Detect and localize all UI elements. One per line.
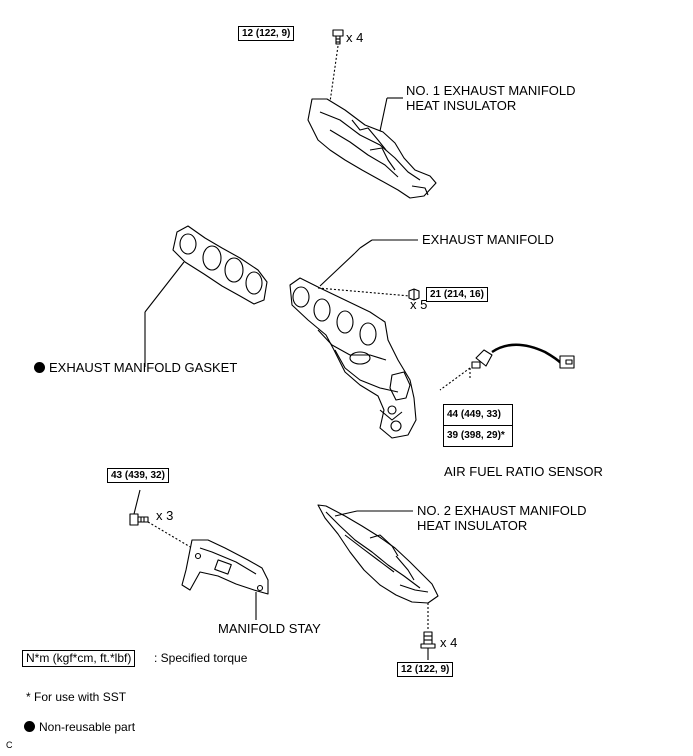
bottom-bolt-torque-spec: 12 (122, 9) bbox=[397, 662, 454, 677]
stay-bolt-icon bbox=[129, 513, 149, 526]
legend-torque-unit-box: N*m (kgf*cm, ft.*lbf) bbox=[22, 650, 136, 667]
manifold-stay-shape bbox=[181, 539, 269, 595]
bottom-bolt-quantity: x 4 bbox=[440, 635, 458, 650]
stay-bolt-quantity: x 3 bbox=[156, 508, 174, 523]
nut-guide-line bbox=[317, 287, 411, 297]
exhaust-manifold-gasket-shape bbox=[172, 225, 268, 305]
sensor-torque-normal: 44 (449, 33) bbox=[444, 405, 512, 426]
heat-insulator-1-leader bbox=[379, 97, 388, 132]
corner-mark: C bbox=[6, 740, 13, 750]
sensor-guide-line bbox=[439, 367, 471, 391]
heat-insulator-2-label: NO. 2 EXHAUST MANIFOLD HEAT INSULATOR bbox=[417, 503, 587, 533]
gasket-label: EXHAUST MANIFOLD GASKET bbox=[34, 360, 237, 375]
non-reusable-dot-icon bbox=[24, 721, 35, 732]
top-bolt-torque-spec: 12 (122, 9) bbox=[238, 26, 295, 41]
stay-bolt-leader bbox=[133, 489, 141, 515]
exhaust-manifold-leader bbox=[319, 252, 356, 287]
air-fuel-ratio-sensor-label: AIR FUEL RATIO SENSOR bbox=[444, 464, 603, 479]
bottom-bolt-icon bbox=[420, 631, 436, 649]
exhaust-manifold-label: EXHAUST MANIFOLD bbox=[422, 232, 554, 247]
manifold-stay-label: MANIFOLD STAY bbox=[218, 621, 321, 636]
non-reusable-dot-icon bbox=[34, 362, 45, 373]
manifold-nut-quantity: x 5 bbox=[410, 297, 428, 312]
top-bolt-icon bbox=[332, 29, 344, 45]
legend-sst-note: * For use with SST bbox=[26, 690, 127, 704]
legend-non-reusable: Non-reusable part bbox=[24, 720, 135, 735]
exhaust-manifold-shape bbox=[289, 277, 417, 439]
manifold-nut-icon bbox=[408, 288, 420, 301]
manifold-nut-torque-spec: 21 (214, 16) bbox=[426, 287, 488, 302]
sensor-torque-spec-box: 44 (449, 33) 39 (398, 29)* bbox=[443, 404, 513, 447]
stay-bolt-guide-line bbox=[147, 521, 193, 549]
air-fuel-ratio-sensor-shape bbox=[471, 343, 575, 369]
heat-insulator-1-shape bbox=[307, 98, 437, 199]
heat-insulator-2-leader bbox=[334, 510, 358, 517]
top-bolt-quantity: x 4 bbox=[346, 30, 364, 45]
sensor-torque-sst: 39 (398, 29)* bbox=[447, 430, 505, 441]
legend-torque-description: : Specified torque bbox=[154, 651, 248, 665]
stay-bolt-torque-spec: 43 (439, 32) bbox=[107, 468, 169, 483]
heat-insulator-1-label: NO. 1 EXHAUST MANIFOLD HEAT INSULATOR bbox=[406, 83, 576, 113]
top-bolt-guide-line bbox=[329, 45, 339, 103]
gasket-leader bbox=[144, 261, 185, 313]
heat-insulator-2-shape bbox=[317, 504, 439, 604]
